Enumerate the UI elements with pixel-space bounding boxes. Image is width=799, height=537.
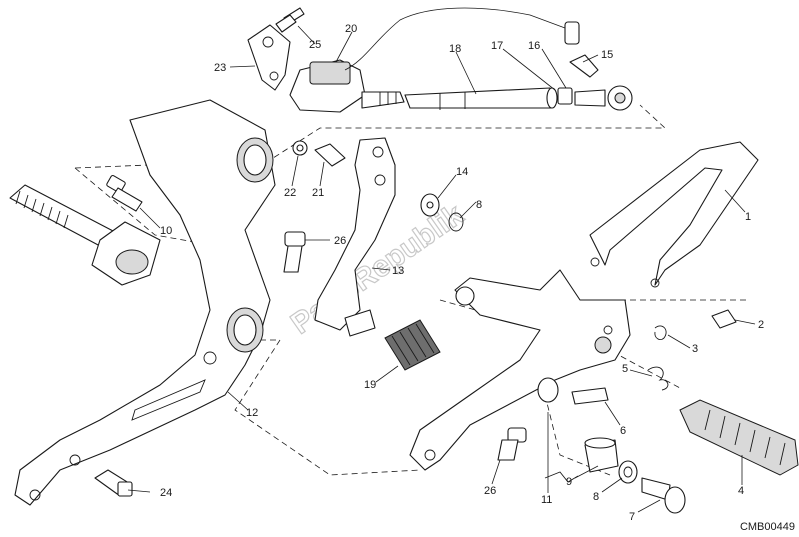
footpeg-hanger-part (409, 269, 631, 471)
bolt-25-part (275, 7, 305, 33)
pin-7-part (641, 477, 686, 514)
callout-15: 15 (601, 49, 613, 61)
callout-2: 2 (758, 319, 764, 331)
callout-22: 22 (284, 187, 296, 199)
callout-25: 25 (309, 39, 321, 51)
callout-14: 14 (456, 166, 468, 178)
callout-24: 24 (160, 487, 172, 499)
callout-10: 10 (160, 225, 172, 237)
master-cylinder-part (247, 7, 580, 113)
callout-20: 20 (345, 23, 357, 35)
bushing-9-part (584, 437, 619, 473)
brake-lever-part (314, 137, 396, 331)
callout-23: 23 (214, 62, 226, 74)
threaded-pin-part (9, 184, 161, 286)
spring-5-clip-3-part (647, 325, 669, 391)
washer-14-clip-8-part (420, 193, 464, 232)
callout-12: 12 (246, 407, 258, 419)
pin-6-part (571, 387, 609, 405)
callout-16: 16 (528, 40, 540, 52)
callout-19: 19 (364, 379, 376, 391)
bolt-2-part (711, 309, 737, 329)
bolt-21-washer-22-part (292, 140, 346, 167)
callout-3: 3 (692, 343, 698, 355)
rubber-sleeve-part (344, 309, 441, 371)
callout-6: 6 (620, 425, 626, 437)
callout-26-lower: 26 (484, 485, 496, 497)
callout-5: 5 (622, 363, 628, 375)
callout-18: 18 (449, 43, 461, 55)
callout-8-upper: 8 (476, 199, 482, 211)
leader-lines (127, 25, 756, 513)
heel-guard-part (589, 141, 759, 288)
bolt-26-left-part (283, 231, 306, 273)
rod-end-part (557, 54, 633, 111)
callout-11: 11 (541, 494, 552, 506)
diagram-reference-code: CMB00449 (739, 521, 795, 533)
callout-7: 7 (629, 511, 635, 523)
bolt-10-part (106, 174, 143, 212)
callout-1: 1 (745, 211, 751, 223)
bolt-24-part (94, 469, 133, 497)
callout-labels: 1 2 3 4 5 6 7 8 8 9 10 11 12 13 14 15 16… (160, 23, 764, 523)
spring-clip-11-part (544, 471, 579, 483)
callout-17: 17 (491, 40, 503, 52)
callout-9: 9 (566, 476, 572, 488)
bolt-26-lower-part (497, 427, 527, 461)
washer-8-lower-part (618, 460, 638, 484)
pushrod-part (404, 87, 558, 110)
callout-26-upper: 26 (334, 235, 346, 247)
callout-8-lower: 8 (593, 491, 599, 503)
footpeg-part (679, 399, 799, 476)
callout-4: 4 (738, 485, 744, 497)
callout-13: 13 (392, 265, 404, 277)
callout-21: 21 (312, 187, 324, 199)
frame-bracket-part (14, 99, 276, 506)
